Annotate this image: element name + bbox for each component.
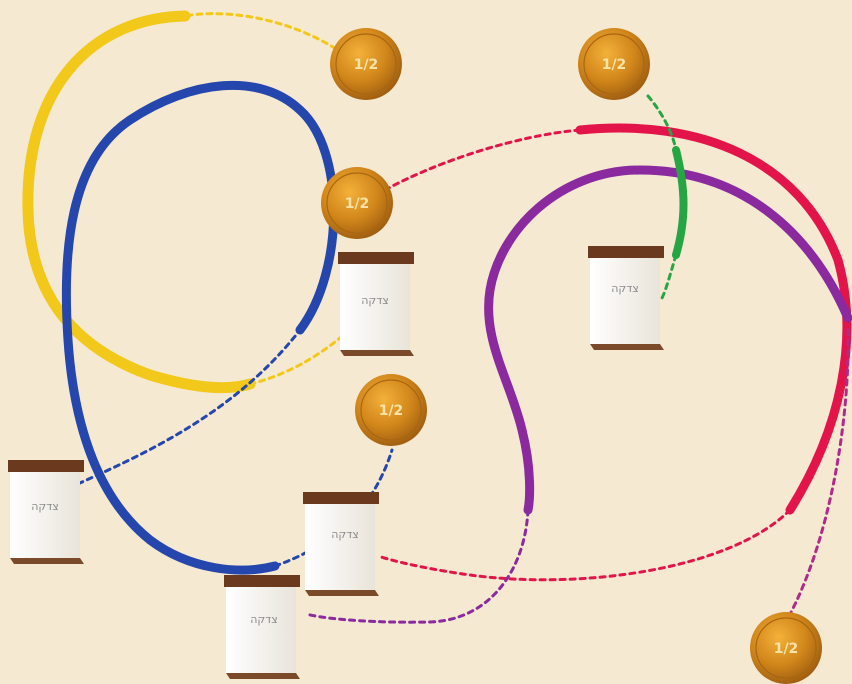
coin-5: 1/2 bbox=[750, 612, 822, 684]
box-label: צדקה bbox=[611, 282, 639, 295]
green-path bbox=[646, 94, 688, 300]
box-label: צדקה bbox=[331, 528, 359, 541]
red-path bbox=[376, 123, 852, 582]
blue-path bbox=[58, 80, 394, 575]
box-label: צדקה bbox=[250, 613, 278, 626]
magenta-dotted-link bbox=[786, 328, 850, 620]
coin-2: 1/2 bbox=[578, 28, 650, 100]
coin-3: 1/2 bbox=[321, 167, 393, 239]
box-5: צדקה bbox=[224, 575, 300, 679]
yellow-path bbox=[22, 10, 380, 394]
purple-path bbox=[304, 165, 852, 624]
coin-4: 1/2 bbox=[355, 374, 427, 446]
coin-value: 1/2 bbox=[354, 57, 379, 73]
box-label: צדקה bbox=[31, 500, 59, 513]
box-1: צדקה bbox=[338, 252, 414, 356]
box-2: צדקה bbox=[588, 246, 664, 350]
box-3: צדקה bbox=[8, 460, 84, 564]
coin-value: 1/2 bbox=[602, 57, 627, 73]
coin-value: 1/2 bbox=[774, 641, 799, 657]
coin-value: 1/2 bbox=[345, 196, 370, 212]
box-label: צדקה bbox=[361, 294, 389, 307]
box-4: צדקה bbox=[303, 492, 379, 596]
coin-value: 1/2 bbox=[379, 403, 404, 419]
coin-1: 1/2 bbox=[330, 28, 402, 100]
